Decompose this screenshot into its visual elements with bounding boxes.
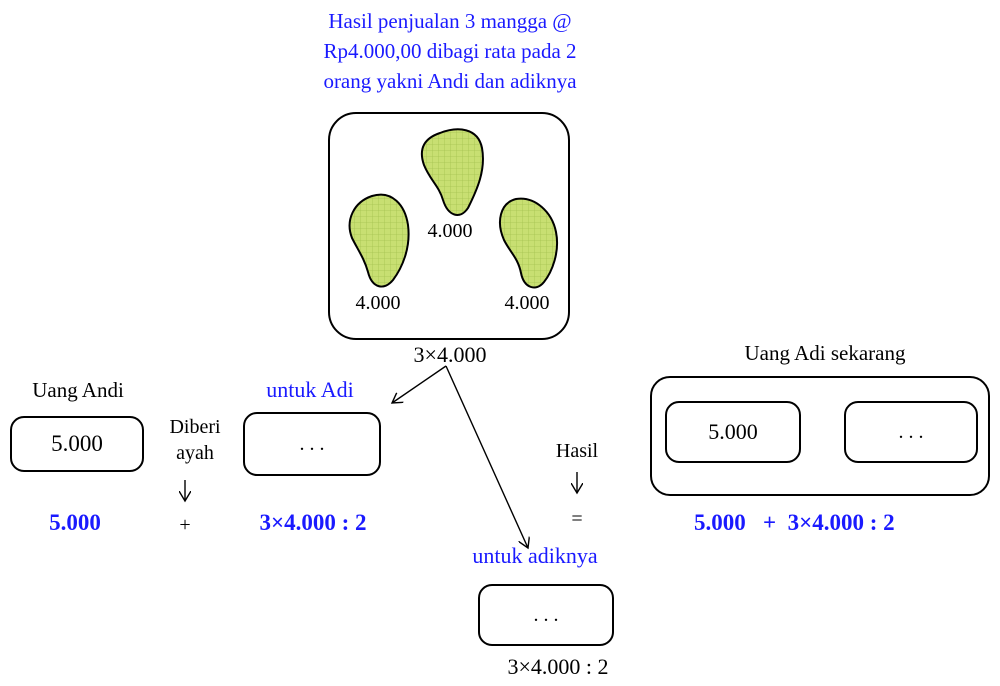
now-formula: 5.000 + 3×4.000 : 2 [694, 510, 895, 535]
gift-label-line1: Diberi [169, 416, 221, 438]
now-box-andi-value: 5.000 [708, 419, 758, 444]
top-caption-line2: Rp4.000,00 dibagi rata pada 2 [323, 39, 577, 63]
top-caption-line3: orang yakni Andi dan adiknya [323, 69, 577, 93]
total-expression: 3×4.000 [413, 342, 487, 367]
mango-left [348, 193, 410, 288]
arrow-to-sibling [445, 365, 528, 548]
andi-money-box: 5.000 [10, 416, 144, 472]
for-adi-label: untuk Adi [266, 377, 354, 402]
mango-price-right: 4.000 [504, 292, 550, 314]
gift-formula: 3×4.000 : 2 [259, 510, 367, 535]
now-frame [650, 376, 990, 496]
equals-sign: = [571, 508, 583, 530]
now-box-gift-value: . . . [898, 420, 924, 443]
sibling-box: . . . [478, 584, 614, 646]
mango-frame [328, 112, 570, 340]
result-label: Hasil [555, 440, 599, 462]
gift-box-value: . . . [299, 432, 325, 455]
sibling-expression: 3×4.000 : 2 [507, 654, 609, 679]
gift-box: . . . [243, 412, 381, 476]
gift-label-line2: ayah [176, 442, 214, 464]
now-box-andi: 5.000 [665, 401, 801, 463]
now-box-gift: . . . [844, 401, 978, 463]
mango-top [420, 128, 484, 216]
for-sibling-label: untuk adiknya [472, 543, 598, 568]
mango-price-left: 4.000 [355, 292, 401, 314]
top-caption: Hasil penjualan 3 mangga @ Rp4.000,00 di… [200, 6, 700, 96]
andi-money-value: 5.000 [51, 431, 103, 456]
mango-right [499, 197, 558, 289]
arrow-to-adi [392, 365, 447, 403]
plus-sign: + [179, 514, 191, 536]
top-caption-line1: Hasil penjualan 3 mangga @ [328, 9, 572, 33]
gift-label: Diberi ayah [150, 414, 240, 466]
andi-formula-value: 5.000 [49, 510, 101, 535]
sibling-box-value: . . . [533, 603, 559, 626]
andi-label: Uang Andi [32, 378, 124, 402]
mango-price-top: 4.000 [427, 220, 473, 242]
now-label: Uang Adi sekarang [744, 341, 906, 365]
